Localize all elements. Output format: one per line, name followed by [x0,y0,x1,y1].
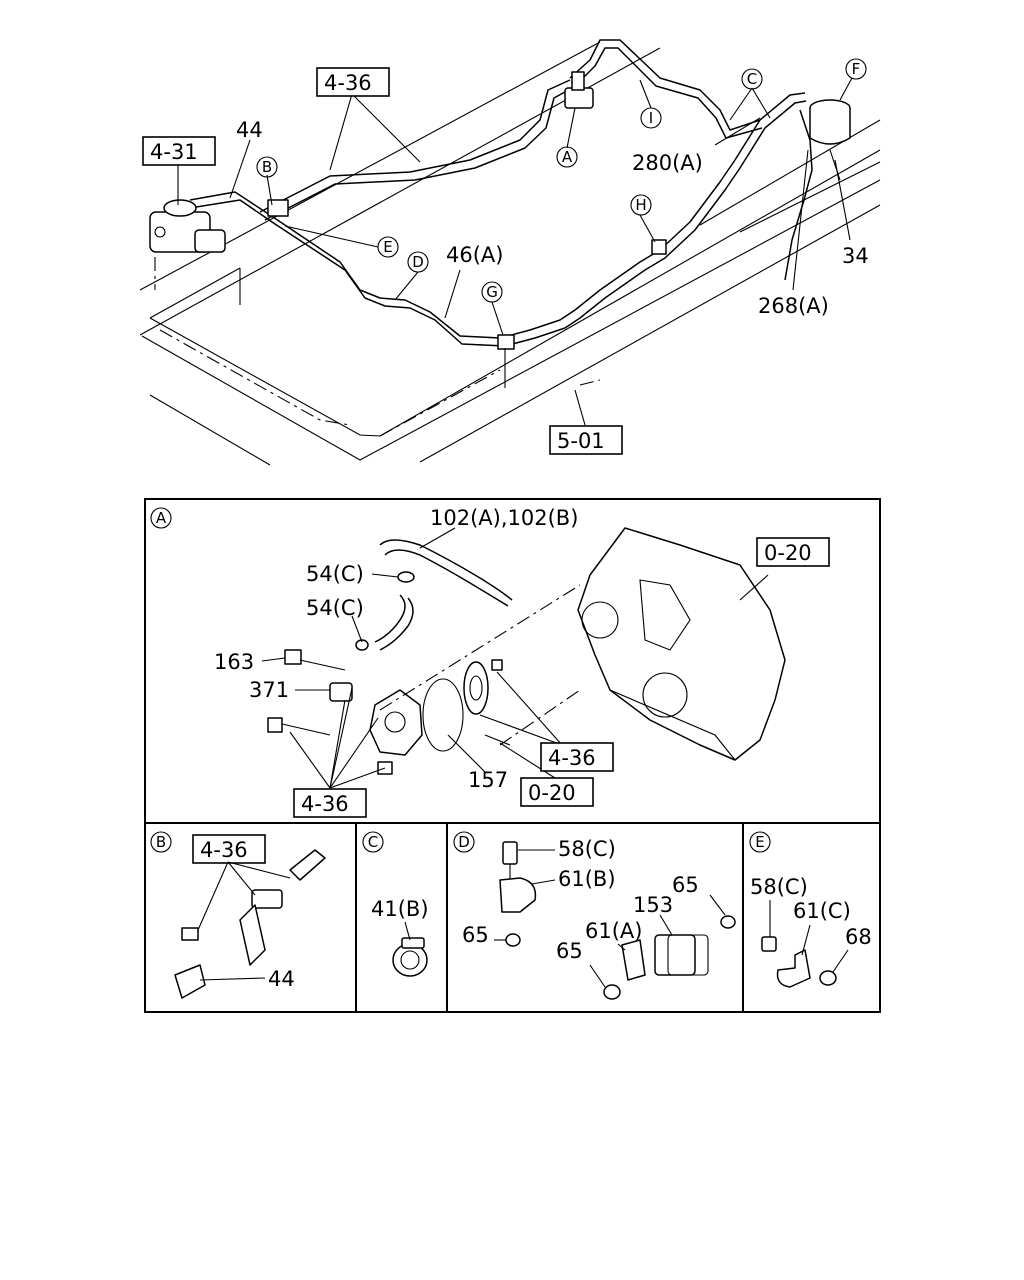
bolt-163 [284,649,302,665]
part-number-268a: 268(A) [758,294,829,318]
part-number-34: 34 [842,244,869,268]
part-number-44: 44 [236,118,263,142]
marker-h-top: H [630,194,652,216]
hose-54-inner [379,597,414,651]
hose-102 [379,539,513,601]
part-number-65-left: 65 [462,923,489,947]
marker-f-top: F [845,58,867,80]
air-compressor [149,199,226,253]
gear [463,659,503,715]
svg-text:D: D [412,253,424,271]
svg-text:A: A [562,148,573,166]
ref-label-4-36-top: 4-36 [324,71,372,95]
svg-text:D: D [458,833,470,851]
o-ring-157 [422,678,464,752]
marker-e-top: E [377,236,399,258]
valve-a [564,71,594,109]
marker-b-top: B [256,156,278,178]
marker-g-top: G [481,281,503,303]
svg-text:H: H [635,196,646,214]
marker-d-panel: D [453,831,475,853]
svg-text:I: I [649,109,653,127]
ref-label-4-36-b: 4-36 [200,838,248,862]
ref-label-0-20-bottom: 0-20 [528,781,576,805]
vacuum-pump [369,689,423,775]
svg-text:C: C [368,833,378,851]
ref-label-4-36-bottom: 4-36 [301,792,349,816]
part-number-41b: 41(B) [371,897,429,921]
ref-label-5-01: 5-01 [557,429,605,453]
ref-label-4-36-right: 4-36 [548,746,596,770]
connector-assembly-b [174,849,326,999]
clamp-h [651,239,667,255]
clamp-54c-lower [355,639,369,651]
marker-i-top: I [640,107,662,129]
part-number-54c-upper: 54(C) [306,562,364,586]
svg-text:E: E [755,833,764,851]
svg-text:E: E [383,238,392,256]
leader-lines-a [261,527,769,789]
ref-box-4-31 [142,136,216,166]
part-number-280a: 280(A) [632,151,703,175]
ref-box-5-01 [549,425,623,455]
ref-label-4-31: 4-31 [150,140,198,164]
clamp-54c-upper [397,571,415,583]
clamp-assembly-d [499,841,736,1000]
connector-b [267,199,289,217]
part-number-54c-lower: 54(C) [306,596,364,620]
ref-box-4-36-b [192,834,266,864]
marker-d-top: D [407,251,429,273]
part-number-58c-d: 58(C) [558,837,616,861]
clamp-g [497,334,515,350]
ref-box-0-20-bottom [520,777,594,807]
flywheel-housing [577,527,786,761]
clamp-41b [392,937,428,977]
svg-text:C: C [747,70,757,88]
part-number-61a: 61(A) [585,919,642,943]
svg-text:A: A [156,509,167,527]
part-number-68: 68 [845,925,872,949]
hose-54 [374,594,406,643]
part-number-61b: 61(B) [558,867,616,891]
part-number-44-b: 44 [268,967,295,991]
part-number-163: 163 [214,650,254,674]
part-number-371: 371 [249,678,289,702]
ref-box-4-36-top [316,67,390,97]
ref-box-4-36-bottom [293,788,367,818]
marker-c-panel: C [362,831,384,853]
bolt-left [267,717,283,733]
marker-b-panel: B [150,831,172,853]
part-number-58c-e: 58(C) [750,875,808,899]
chassis-frame [139,41,881,466]
ref-label-0-20-top: 0-20 [764,541,812,565]
part-number-61c: 61(C) [793,899,851,923]
svg-text:F: F [852,60,861,78]
tank-f [809,99,851,181]
fitting-371 [329,682,353,702]
part-number-153: 153 [633,893,673,917]
pipe-routing [189,39,813,347]
part-number-102: 102(A),102(B) [430,506,578,530]
marker-e-panel: E [749,831,771,853]
part-number-157: 157 [468,768,508,792]
svg-text:B: B [156,833,166,851]
marker-a-panel: A [150,507,172,529]
part-number-65-top: 65 [672,873,699,897]
marker-c-top: C [741,68,763,90]
svg-text:G: G [486,283,498,301]
svg-text:B: B [262,158,272,176]
part-number-46a: 46(A) [446,243,503,267]
clamp-assembly-e [761,936,837,988]
ref-box-0-20-top [756,537,830,567]
hose-102-inner [384,549,509,607]
leader-lines-top [177,77,853,426]
part-number-65-bottom: 65 [556,939,583,963]
marker-a-top: A [556,146,578,168]
detail-panels-frame [144,822,881,1013]
ref-box-4-36-right [540,742,614,772]
